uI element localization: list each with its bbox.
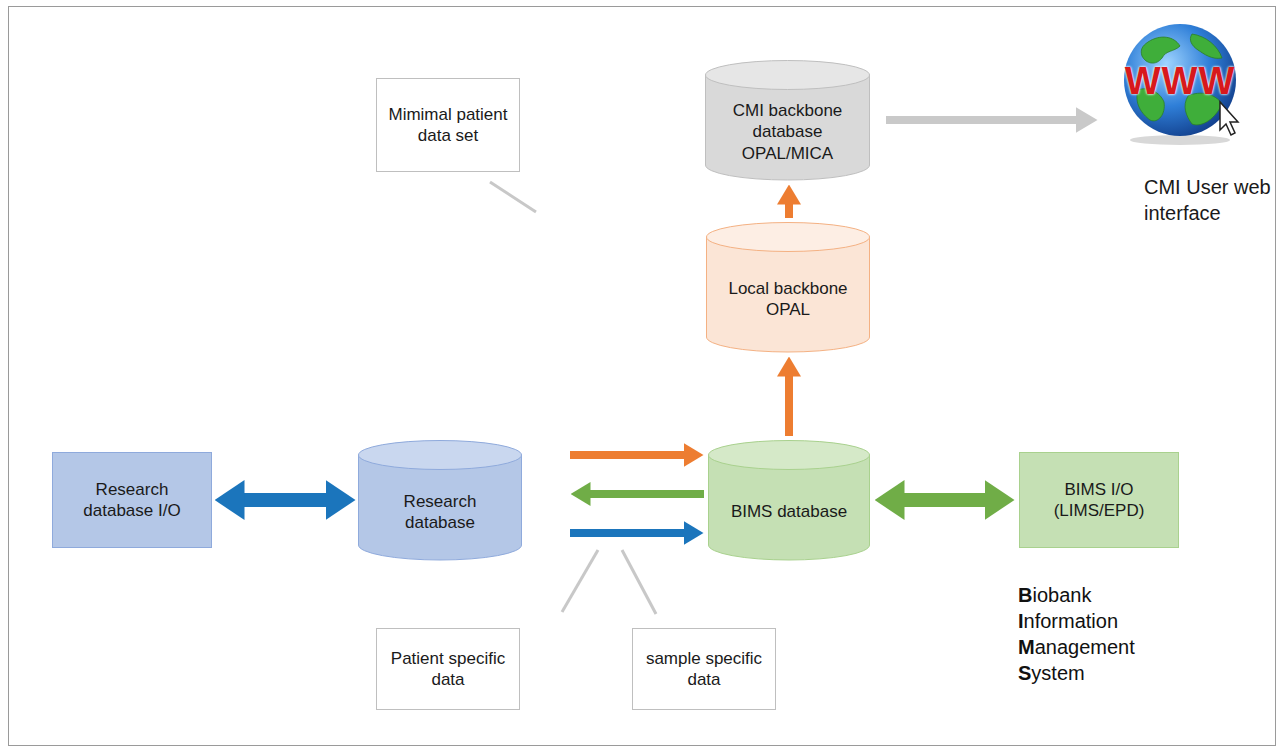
leader-line [490,182,536,212]
globe-lettering: WWW [1125,58,1236,106]
leader-line [622,550,656,614]
node-label: Research database [390,491,490,534]
globe-land [1190,34,1222,58]
flow-arrow [785,204,793,218]
database-cylinder: BIMS database [708,440,870,560]
flow-arrow [570,451,684,459]
web-globe: WWWCMI User web interface [1108,20,1252,144]
note-box: Patient specific data [376,628,520,710]
node-label: BIMS I/O (LIMS/EPD) [1044,479,1154,522]
cylinder-top [359,441,522,470]
cylinder-outline [708,440,870,560]
cylinder-body [709,455,870,560]
flow-arrow [886,116,1076,124]
database-cylinder: CMI backbone database OPAL/MICA [705,60,870,180]
globe-land [1141,37,1180,63]
node-label: CMI backbone database OPAL/MICA [725,100,850,164]
io-box: BIMS I/O (LIMS/EPD) [1019,452,1179,548]
flow-arrow [570,529,684,537]
frame [9,7,1276,746]
flow-arrow [785,376,793,436]
database-cylinder: Research database [358,440,522,560]
acronym-expansion: Biobank Information Management System [1018,582,1135,686]
pointer-cursor [1220,102,1238,135]
globe-shadow [1130,135,1230,145]
leader-line [562,550,598,612]
cylinder-body [707,237,870,352]
flow-arrow [244,493,326,507]
node-caption: CMI User web interface [1144,174,1283,226]
node-label: Mimimal patient data set [385,104,511,147]
note-box: sample specific data [632,628,776,710]
cylinder-top [706,61,870,90]
node-label: Local backbone OPAL [723,278,853,321]
node-label: sample specific data [642,648,767,691]
flow-arrow [904,493,985,507]
io-box: Research database I/O [52,452,212,548]
flow-arrow [590,490,704,498]
globe-sphere [1124,24,1236,136]
node-label: Patient specific data [386,648,511,691]
note-box: Mimimal patient data set [376,78,520,172]
database-cylinder: Local backbone OPAL [706,222,870,352]
cylinder-top [707,223,870,252]
node-label: Research database I/O [72,479,192,522]
cylinder-body [706,75,870,180]
cylinder-body [359,455,522,560]
node-label: BIMS database [731,501,847,522]
cylinder-top [709,441,870,470]
